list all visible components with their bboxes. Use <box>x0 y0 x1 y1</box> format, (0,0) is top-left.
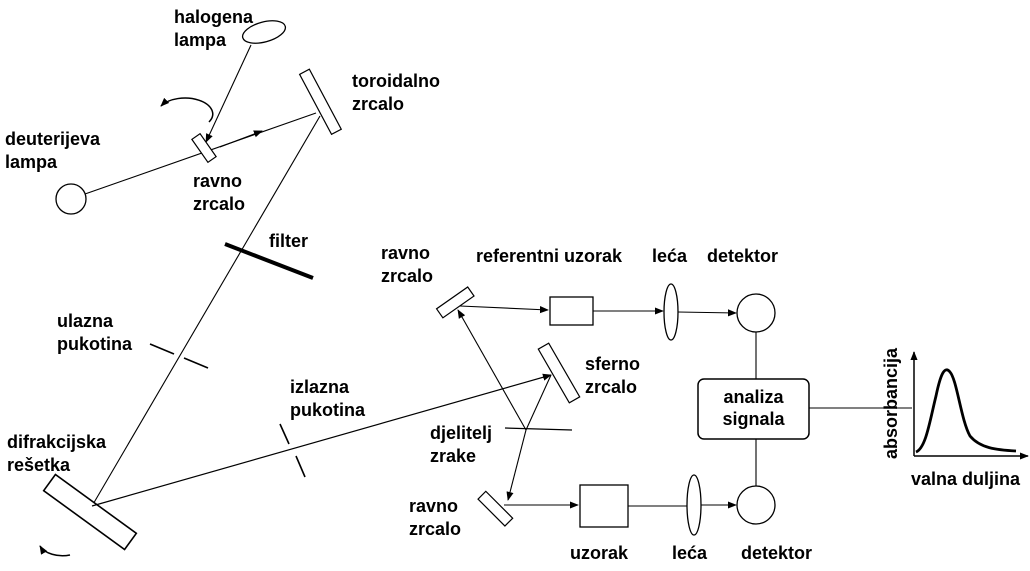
beam-ref-3 <box>677 309 737 317</box>
flat-mirror-ref <box>435 286 475 319</box>
beam-grating-to-spherical <box>91 373 552 507</box>
flat-mirror-ref-label: ravno zrcalo <box>381 243 434 286</box>
beam-splitter-to-ref-mirror <box>457 309 527 431</box>
spherical-mirror-label: sferno zrcalo <box>585 354 641 397</box>
filter-label: filter <box>269 231 309 251</box>
absorbance-curve <box>915 368 1017 454</box>
exit-slit-label: izlazna pukotina <box>290 377 365 420</box>
detector-top-label: detektor <box>707 246 779 266</box>
beam-splitter <box>504 427 573 431</box>
rotation-arrow-grating <box>39 545 71 557</box>
detector-top <box>736 293 776 333</box>
entrance-slit-label: ulazna pukotina <box>57 311 132 354</box>
flat-mirror-sample-label: ravno zrcalo <box>409 496 462 539</box>
signal-analysis-box <box>697 378 810 440</box>
diffraction-grating <box>42 473 138 551</box>
beam-deuterium <box>84 112 317 195</box>
beam-deuterium-arrow <box>219 130 263 148</box>
plot-x-axis-label: valna duljina <box>911 469 1021 489</box>
lens-top-label: leća <box>652 246 688 266</box>
detector-bottom-label: detektor <box>741 543 813 563</box>
beam-splitter-to-sample-mirror <box>506 429 527 501</box>
entrance-slit-upper <box>149 343 175 355</box>
spherical-mirror <box>537 342 581 404</box>
halogen-lamp-label: halogena lampa <box>174 7 254 50</box>
entrance-slit-lower <box>183 357 209 369</box>
beam-halogen <box>205 44 252 143</box>
signal-analysis-label: analiza signala <box>722 387 785 429</box>
flat-mirror-sample <box>477 490 514 527</box>
beam-toroidal-to-grating <box>91 115 321 507</box>
halogen-lamp <box>241 20 287 44</box>
sample-cell <box>579 484 629 528</box>
plot-y-axis-label: absorbancija <box>881 347 901 459</box>
lens-bottom-label: leća <box>672 543 708 563</box>
filter <box>224 242 314 280</box>
rotation-arrow-top <box>160 97 214 123</box>
flat-mirror-top <box>191 132 217 164</box>
lens-top <box>663 283 679 341</box>
beam-splitter-label: djelitelj zrake <box>430 423 493 466</box>
beam-spherical-to-ref-mirror <box>525 374 552 431</box>
reference-sample-label: referentni uzorak <box>476 246 623 266</box>
exit-slit-lower <box>295 455 306 478</box>
grating-label: difrakcijska rešetka <box>7 432 107 475</box>
reference-sample-cell <box>549 296 594 326</box>
flat-mirror-top-label: ravno zrcalo <box>193 171 246 214</box>
detector-bottom <box>736 485 776 525</box>
toroidal-mirror <box>298 68 343 136</box>
sample-label: uzorak <box>570 543 629 563</box>
toroidal-mirror-label: toroidalno zrcalo <box>352 71 440 114</box>
deuterium-lamp <box>55 183 87 215</box>
exit-slit-upper <box>279 423 290 445</box>
beam-ref-1 <box>459 305 549 314</box>
lens-bottom <box>686 474 702 536</box>
deuterium-lamp-label: deuterijeva lampa <box>5 129 101 172</box>
